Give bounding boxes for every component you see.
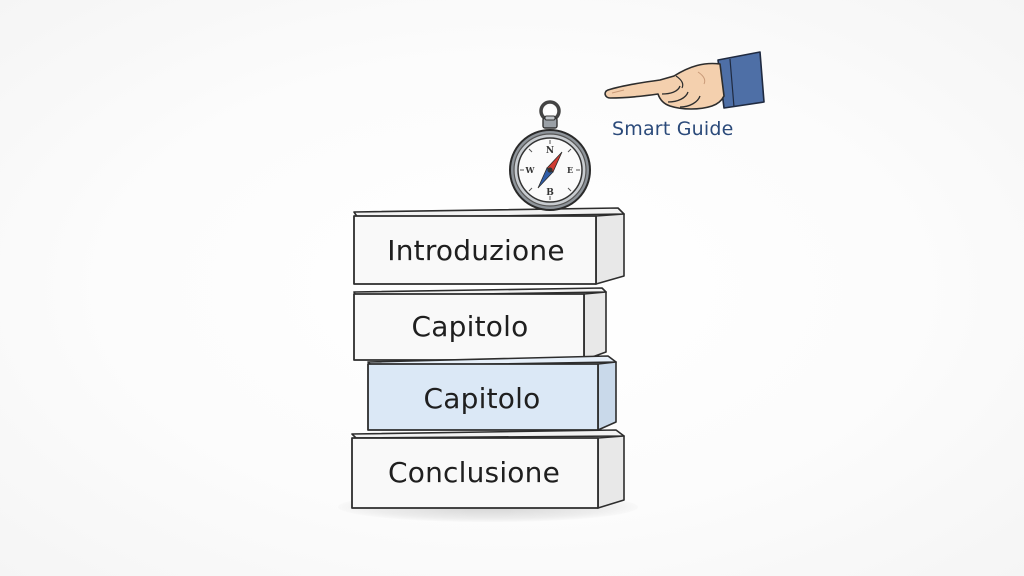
block-label: Capitolo (423, 381, 541, 415)
compass-icon: N B W E (500, 96, 600, 216)
compass-south: B (546, 188, 554, 198)
block-introduzione: Introduzione (352, 206, 628, 288)
block-capitolo-1: Capitolo (352, 284, 610, 364)
block-shape (353, 287, 607, 361)
hand-drawing (604, 51, 765, 110)
block-label: Capitolo (411, 309, 529, 343)
block-shape (367, 355, 617, 431)
compass-north: N (546, 146, 554, 156)
compass-east: E (567, 165, 573, 175)
compass-drawing: N B W E (509, 100, 591, 211)
block-conclusione: Conclusione (350, 426, 628, 512)
block-shape (353, 207, 625, 285)
block-label: Introduzione (387, 233, 565, 267)
block-shape (351, 429, 625, 509)
pointing-hand-icon (600, 50, 770, 120)
compass-west: W (525, 165, 536, 175)
block-capitolo-2-highlighted: Capitolo (364, 352, 620, 434)
smart-guide-label: Smart Guide (612, 118, 734, 140)
block-label: Conclusione (387, 455, 561, 489)
